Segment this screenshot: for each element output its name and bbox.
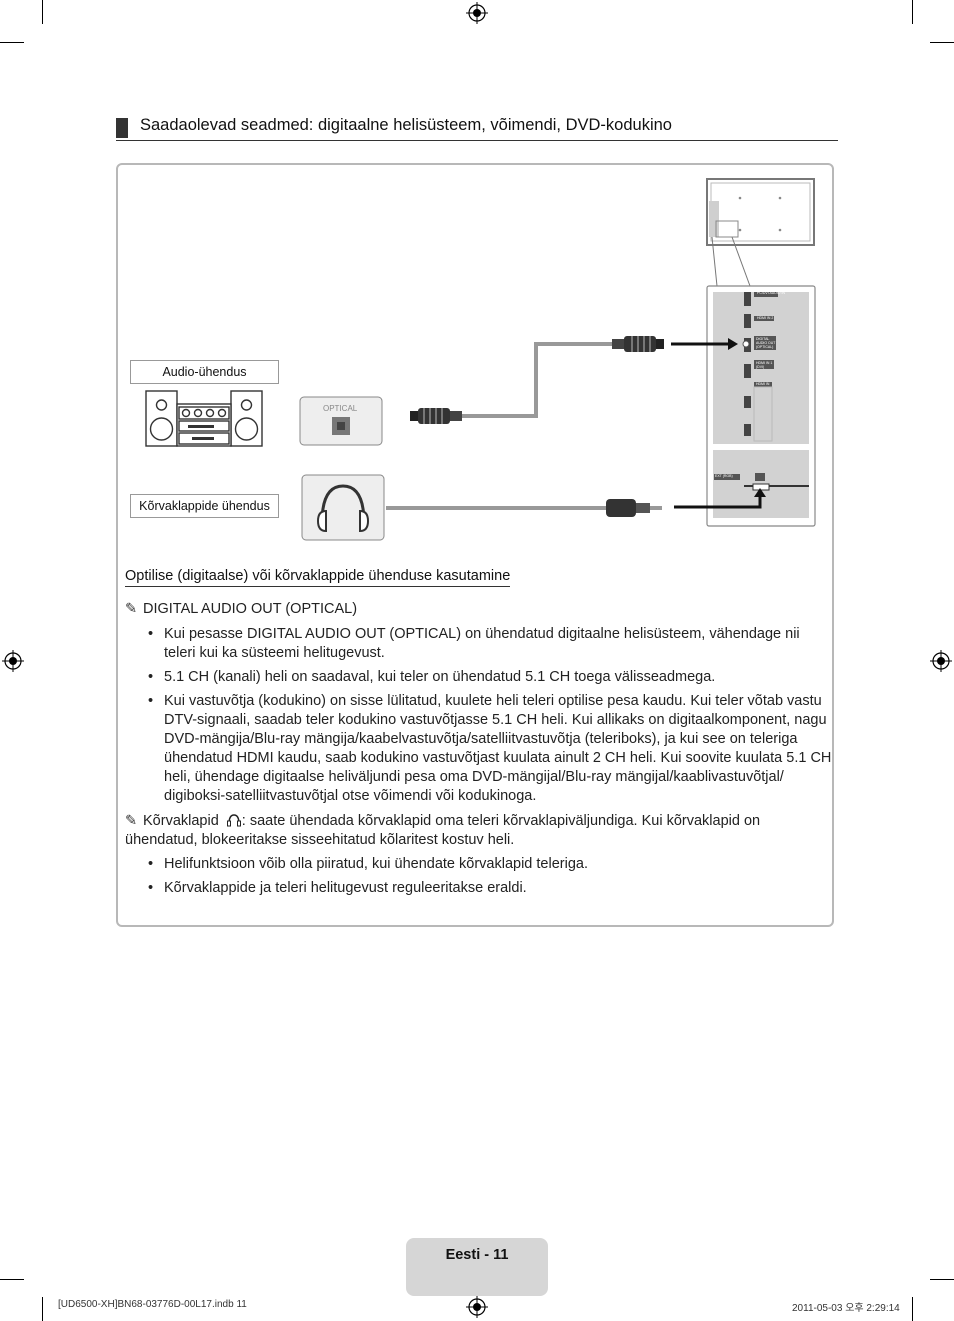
registration-mark-icon (930, 650, 952, 672)
optical-port-label: OPTICAL (323, 404, 358, 413)
print-file-info: [UD6500-XH]BN68-03776D-00L17.indb 11 (58, 1299, 247, 1310)
print-date-info: 2011-05-03 오후 2:29:14 (792, 1303, 900, 1314)
crop-mark (912, 0, 913, 24)
tv-port-label: HDMI IN (756, 382, 770, 386)
connection-diagram-svg (145, 178, 816, 541)
headphone-note-title: Kõrvaklapid (143, 813, 219, 829)
section-title: Saadaolevad seadmed: digitaalne helisüst… (140, 116, 672, 134)
optical-note-title: DIGITAL AUDIO OUT (OPTICAL) (143, 601, 358, 617)
list-item: • Kui vastuvõtja (kodukino) on sisse lül… (148, 692, 833, 806)
note-pencil-icon: ✎ (125, 813, 138, 829)
subheading: Optilise (digitaalse) või kõrvaklappide … (125, 568, 511, 587)
audio-connection-label: Audio-ühendus (130, 360, 279, 384)
optical-note-heading: ✎ DIGITAL AUDIO OUT (OPTICAL) (125, 600, 357, 619)
section-title-rule (116, 140, 838, 141)
bullet-text: Helifunktsioon võib olla piiratud, kui ü… (164, 856, 588, 872)
list-item: • Kui pesasse DIGITAL AUDIO OUT (OPTICAL… (148, 625, 833, 663)
tv-port-label: EXT (RGB) (715, 474, 733, 478)
crop-mark (42, 1297, 43, 1321)
tv-port-label: DIGITAL AUDIO OUT (OPTICAL) (756, 337, 776, 349)
bullet-text: Kõrvaklappide ja teleri helitugevust reg… (164, 880, 527, 896)
registration-mark-icon (466, 1296, 488, 1318)
bullet-icon: • (148, 626, 154, 642)
list-item: • Kõrvaklappide ja teleri helitugevust r… (148, 879, 833, 898)
content-frame (116, 163, 834, 927)
headphone-note: ✎ Kõrvaklapid : saate ühendada kõrvaklapi… (125, 812, 815, 850)
bullet-text: 5.1 CH (kanali) heli on saadaval, kui te… (164, 669, 716, 685)
crop-mark (42, 0, 43, 24)
bullet-text: Kui pesasse DIGITAL AUDIO OUT (OPTICAL) … (164, 626, 800, 661)
bullet-text: Kui vastuvõtja (kodukino) on sisse lülit… (164, 693, 832, 804)
tv-port-label: HDMI IN 1 (DVI) (756, 361, 773, 369)
bullet-icon: • (148, 856, 154, 872)
bullet-icon: • (148, 669, 154, 685)
section-title-marker (116, 118, 128, 138)
note-pencil-icon: ✎ (125, 601, 138, 617)
crop-mark (912, 1297, 913, 1321)
page-number: Eesti - 11 (445, 1247, 509, 1263)
tv-port-label: HDMI IN 2 (757, 316, 774, 320)
connection-diagram (120, 168, 830, 548)
page-number-tab (406, 1238, 548, 1296)
bullet-icon: • (148, 880, 154, 896)
headphone-icon (226, 814, 241, 827)
headphone-note-text: : saate ühendada kõrvaklapid oma teleri … (125, 813, 761, 848)
bullet-icon: • (148, 693, 154, 709)
tv-port-label: PC/DVI AUDIO IN (757, 291, 786, 295)
headphone-connection-label: Kõrvaklappide ühendus (130, 494, 279, 518)
crop-mark (930, 1279, 954, 1280)
crop-mark (0, 42, 24, 43)
list-item: • Helifunktsioon võib olla piiratud, kui… (148, 855, 833, 874)
registration-mark-icon (466, 2, 488, 24)
crop-mark (930, 42, 954, 43)
list-item: • 5.1 CH (kanali) heli on saadaval, kui … (148, 668, 833, 687)
crop-mark (0, 1279, 24, 1280)
registration-mark-icon (2, 650, 24, 672)
